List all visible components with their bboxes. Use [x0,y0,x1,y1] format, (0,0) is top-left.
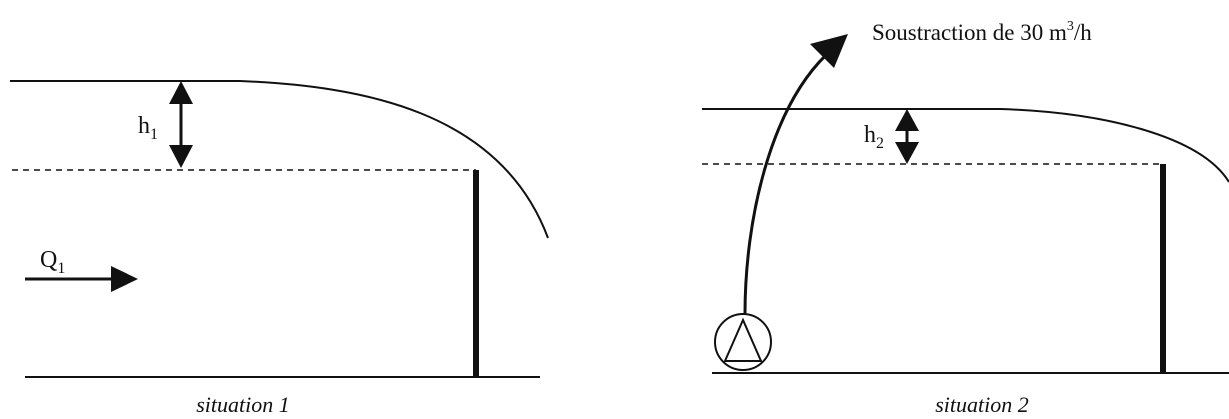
head-label-1: h1 [138,113,158,143]
head-label-2: h2 [864,122,884,152]
withdrawal-arrow [743,34,848,315]
pump-icon [714,313,772,371]
flow-arrow-1 [25,266,138,292]
situation-1-panel: h1 Q1 situation 1 [10,80,549,417]
head-arrow-1 [169,81,193,168]
water-surface-2 [702,108,1229,183]
caption-situation-1: situation 1 [196,392,290,417]
withdrawal-label: Soustraction de 30 m3/h [872,19,1092,45]
situation-2-panel: h2 Soustraction de 30 m3/h situation 2 [702,19,1229,417]
head-arrow-2 [895,109,919,164]
flow-label-1: Q1 [40,247,65,277]
water-surface-1 [10,80,549,239]
caption-situation-2: situation 2 [935,392,1029,417]
